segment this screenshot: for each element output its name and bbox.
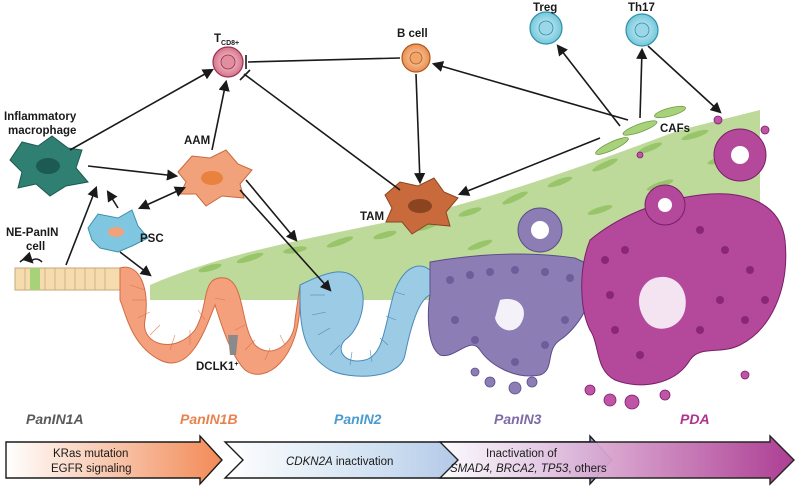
aam-cell	[177, 149, 253, 207]
tcd8-label: TCD8+	[214, 33, 239, 47]
ne-panin-label-line1: NE-PanIN	[6, 227, 58, 239]
treg-label: Treg	[533, 2, 557, 14]
treg-cell	[529, 11, 563, 45]
cafs-label: CAFs	[660, 123, 690, 135]
caf-cells	[595, 105, 686, 155]
inflammatory-macrophage-cell	[9, 135, 89, 197]
b-cell-label: B cell	[397, 28, 428, 40]
progression-band: KRas mutation EGFR signaling CDKN2A inac…	[5, 434, 795, 486]
stage-panin2: PanIN2	[334, 411, 382, 427]
progression-arrow-3	[438, 434, 795, 486]
progression-text-1a: KRas mutation	[53, 448, 128, 460]
progression-text-1b: EGFR signaling	[51, 463, 132, 475]
inflammatory-label-line2: macrophage	[8, 125, 76, 137]
psc-cell	[87, 209, 149, 253]
stage-panin3: PanIN3	[494, 411, 542, 427]
ne-panin-label-line2: cell	[26, 241, 45, 253]
panin2-epithelium	[299, 265, 431, 377]
progression-text-3b: SMAD4, BRCA2, TP53, others	[450, 463, 607, 475]
pda-tumor-mass	[581, 115, 787, 410]
dclk1-label: DCLK1+	[196, 361, 238, 373]
th17-label: Th17	[628, 2, 655, 14]
stage-pda: PDA	[680, 411, 710, 427]
tam-cell	[384, 177, 459, 235]
th17-cell	[625, 13, 659, 47]
tam-label: TAM	[360, 211, 384, 223]
aam-label: AAM	[184, 135, 210, 147]
psc-label: PSC	[140, 233, 164, 245]
progression-arrow-1	[5, 434, 223, 486]
tcd8-cell	[212, 46, 244, 78]
inflammatory-label-line1: Inflammatory	[4, 111, 77, 123]
stage-titles: PanIN1A PanIN1B PanIN2 PanIN3 PDA	[26, 411, 710, 427]
panin1a-epithelium	[14, 251, 121, 291]
panin1b-epithelium	[119, 266, 301, 375]
progression-text-2: CDKN2A inactivation	[286, 456, 393, 468]
stage-panin1b: PanIN1B	[180, 411, 238, 427]
stage-panin1a: PanIN1A	[26, 411, 84, 427]
panin3-epithelium	[427, 207, 593, 395]
interaction-arrows	[65, 44, 722, 292]
b-cell	[401, 43, 431, 73]
progression-text-3a: Inactivation of	[486, 448, 558, 460]
